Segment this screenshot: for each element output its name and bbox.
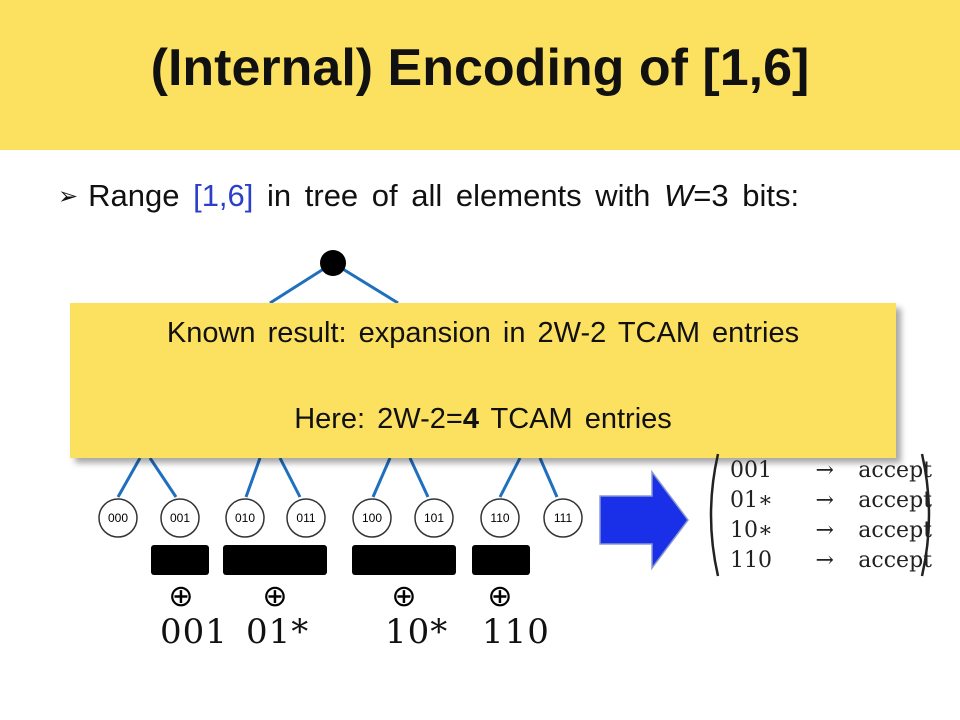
bullet-range: [1,6] xyxy=(193,178,254,213)
plus-icon: ⊕ xyxy=(168,579,193,614)
range-pattern: 001 xyxy=(160,612,228,652)
plus-icon: ⊕ xyxy=(487,579,512,614)
rule-row: 01∗ → accept xyxy=(722,486,940,516)
range-block xyxy=(472,545,530,575)
title-band xyxy=(0,0,960,150)
tree-edge xyxy=(371,457,392,498)
plus-symbols: ⊕ ⊕ ⊕ ⊕ xyxy=(168,579,512,614)
tree-edge xyxy=(278,457,302,498)
left-paren-icon xyxy=(709,453,720,577)
tcam-rule-table: 001 → accept 01∗ → accept 10∗ → accept 1… xyxy=(722,456,940,576)
callout-box: Known result: expansion in 2W-2 TCAM ent… xyxy=(70,303,896,458)
rule-row: 10∗ → accept xyxy=(722,516,940,546)
plus-icon: ⊕ xyxy=(262,579,287,614)
tree-leaves: 000 001 010 011 100 101 110 111 xyxy=(98,498,583,538)
tree-edge xyxy=(498,457,522,498)
leaf-node xyxy=(286,498,326,538)
range-blocks xyxy=(151,545,530,575)
rule-key: 001 xyxy=(730,458,772,483)
bullet-suffix: =3 bits: xyxy=(693,178,800,213)
leaf-label: 000 xyxy=(108,511,128,525)
leaf-node xyxy=(160,498,200,538)
range-pattern: 10* xyxy=(385,612,449,652)
right-paren-icon xyxy=(920,453,931,577)
bullet-var: W xyxy=(664,178,694,213)
callout-line-2-suffix: TCAM entries xyxy=(479,403,672,435)
range-pattern: 01* xyxy=(246,612,310,652)
tree-edge xyxy=(148,457,178,498)
leaf-node xyxy=(352,498,392,538)
bullet-line: ➢ Range [1,6] in tree of all elements wit… xyxy=(58,178,799,214)
range-block xyxy=(352,545,456,575)
rule-arrow-icon: → xyxy=(815,518,834,543)
rule-arrow-icon: → xyxy=(815,488,834,513)
leaf-label: 100 xyxy=(362,511,382,525)
bullet-prefix: Range xyxy=(88,178,194,213)
range-block xyxy=(151,545,209,575)
bullet-arrow-icon: ➢ xyxy=(58,183,79,210)
leaf-label: 111 xyxy=(554,511,573,525)
leaf-label: 010 xyxy=(235,511,255,525)
rule-arrow-icon: → xyxy=(815,548,834,573)
tree-edge xyxy=(244,457,262,498)
rule-row: 001 → accept xyxy=(722,456,940,486)
slide-title: (Internal) Encoding of [1,6] xyxy=(150,39,810,97)
callout-line-1: Known result: expansion in 2W-2 TCAM ent… xyxy=(166,317,800,349)
leaf-node xyxy=(414,498,454,538)
callout-line-2: Here: 2W-2=4 TCAM entries xyxy=(70,403,896,436)
plus-icon: ⊕ xyxy=(391,579,416,614)
callout-line-2-prefix: Here: 2W-2= xyxy=(294,403,463,435)
rule-action: accept xyxy=(858,518,932,543)
rule-action: accept xyxy=(858,458,932,483)
tcam-rule-matrix: 001 → accept 01∗ → accept 10∗ → accept 1… xyxy=(700,452,940,582)
rule-action: accept xyxy=(858,488,932,513)
big-right-arrow-icon xyxy=(599,469,689,571)
rule-key: 10∗ xyxy=(730,518,773,543)
tree-edge xyxy=(538,457,559,498)
tree-edge xyxy=(408,457,430,498)
tree-edge xyxy=(116,457,142,498)
leaf-node xyxy=(480,498,520,538)
tree-root-node xyxy=(320,250,346,276)
rule-key: 01∗ xyxy=(730,488,773,513)
rule-row: 110 → accept xyxy=(722,546,940,576)
leaf-label: 011 xyxy=(296,511,315,525)
leaf-node xyxy=(543,498,583,538)
leaf-label: 110 xyxy=(490,511,509,525)
leaf-node xyxy=(225,498,265,538)
callout-line-2-bold: 4 xyxy=(462,403,479,435)
bullet-mid: in tree of all elements with xyxy=(253,178,665,213)
rule-arrow-icon: → xyxy=(815,458,834,483)
leaf-node xyxy=(98,498,138,538)
leaf-label: 001 xyxy=(170,511,190,525)
leaf-label: 101 xyxy=(424,511,444,525)
rule-action: accept xyxy=(858,548,932,573)
range-pattern: 110 xyxy=(482,612,550,652)
range-block xyxy=(223,545,327,575)
rule-key: 110 xyxy=(730,548,772,573)
